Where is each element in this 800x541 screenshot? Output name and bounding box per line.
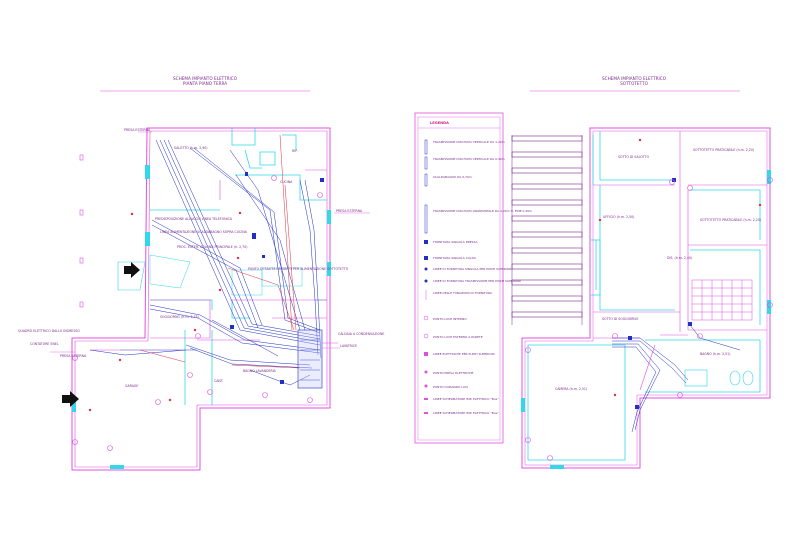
legend-item-13: PUNTO PRESA ELETTRICHE — [433, 371, 474, 375]
legend-item-10: PUNTO LUCE INTERNO — [433, 317, 467, 321]
label-presa-esterna-1: PRESA ESTERNA — [124, 128, 151, 132]
label-predisposizione: PREDISPOSIZIONE ALLACCIO LINEA TELEFONIC… — [155, 217, 233, 221]
label-soffitta: SOTTO DI SALOTTO — [618, 155, 650, 159]
label-bagno-lavanderia: BAGNO LAVANDERIA — [243, 369, 277, 373]
label-presa-esterna-3: PRESA ESTERNA — [60, 354, 87, 358]
title-left-line1: SCHEMA IMPIANTO ELETTRICO — [173, 76, 238, 81]
ground-floor-plan — [50, 127, 370, 471]
label-cucina: CUCINA — [280, 180, 293, 184]
legend-item-7: LINEE DI FORNITURA SINGOLA PER PUNTI SUP… — [433, 267, 512, 271]
legend-item-6: FORNITURA SINGOLA CALDA — [433, 256, 477, 260]
legend-item-3: SCALDABAGNO DA 0,70m — [433, 175, 472, 179]
label-soggiorno: SOGGIORNO (h.m. 2,75) — [160, 315, 199, 319]
label-dis: DIS. (h.m. 2,40) — [667, 256, 692, 260]
label-linea-alimentazione: LINEA ALIMENTAZIONE SCALDABAGNO SOPRA CU… — [160, 230, 248, 234]
label-lavatrice: LAVATRICE — [340, 344, 357, 348]
label-punto-salita: PUNTO DI SALITA IMPIANTO PER ALIMENTAZIO… — [248, 267, 349, 271]
legend-item-8: LINEE DI FORNITURA TRASMISSIONE PER PUNT… — [433, 279, 521, 283]
entrance-arrow-icon — [62, 391, 79, 407]
title-left-line2: PIANTA PIANO TERRA — [183, 81, 227, 86]
label-sotto-soggiorno: SOTTO DI SOGGIORNO — [602, 317, 639, 321]
label-ufficio: UFFICIO (h.m. 2,50) — [603, 215, 634, 219]
label-contatore: CONTATORE ENEL — [30, 342, 59, 346]
label-cantina: CANT. — [214, 379, 223, 383]
attic-plan — [511, 127, 773, 469]
label-sottotetto-2: SOTTOTETTO PRATICABILE (h.m. 2,20) — [700, 218, 761, 222]
label-quadro: QUADRO ELETTRICO DALLO INGRESSO — [18, 329, 80, 333]
label-sottotetto-1: SOTTOTETTO PRATICABILE (h.m. 2,20) — [693, 148, 754, 152]
label-rip: RIP. — [292, 149, 298, 153]
label-proc: PROC. ESTER. COLONA PRINCIPALE (h. 2,70) — [177, 245, 247, 249]
title-left: SCHEMA IMPIANTO ELETTRICO PIANTA PIANO T… — [100, 76, 310, 92]
legend-item-2: TRASMISSIONE DISCHIUSI VERTICALE DA 0,40… — [432, 157, 505, 161]
label-bagno: BAGNO (h.m. 2,51) — [700, 352, 730, 356]
legend-item-4: TRASMISSIONE DISCHIUSI ORIZZONTALE DA 2,… — [432, 209, 532, 213]
label-camera: CAMERA (h.m. 2,51) — [555, 387, 587, 391]
window-marker-icon — [79, 154, 84, 308]
ground-floor-labels: PRESA ESTERNA SALOTTO (h.m. 2,90) RIP. C… — [18, 128, 384, 388]
label-caldaia: CALDAIA A CONDENSAZIONE — [338, 332, 384, 336]
legend-item-9: LINEE DELLE TUBAZIONI DI FORNITURA — [433, 291, 493, 295]
legend-panel: LEGENDA TRASMISSIONE DISCHIUSI — [414, 112, 532, 444]
attic-labels: SOTTO DI SALOTTO SOTTOTETTO PRATICABILE … — [555, 148, 761, 391]
legend-item-15: LINEE SCHERMATURE IMP. ELETTRICO "Bus" — [433, 397, 499, 401]
legend-item-16: LINEE SCHERMATURE IMP. ELETTRICO "Bus" — [433, 411, 499, 415]
legend-item-12: LINEE ELETTRICHE PER PUNTI SUPERIORI — [433, 352, 495, 356]
legend-item-11: PUNTO LUCE ESTERNO A PARETE — [433, 335, 483, 339]
legend-header: LEGENDA — [430, 121, 449, 125]
entrance-arrow-icon — [124, 262, 140, 278]
legend-item-14: PUNTO COMANDO LUCI — [433, 385, 468, 389]
title-right-line2: SOTTOTETTO — [620, 81, 649, 86]
legend-item-1: TRASMISSIONE DISCHIUSI VERTICALE DA 1,20… — [432, 140, 505, 144]
label-salotto: SALOTTO (h.m. 2,90) — [174, 146, 208, 150]
label-garage: GARAGE — [125, 384, 138, 388]
title-right: SCHEMA IMPIANTO ELETTRICO SOTTOTETTO — [530, 76, 740, 92]
label-presa-esterna-2: PRESA ESTERNA — [336, 209, 363, 213]
title-right-line1: SCHEMA IMPIANTO ELETTRICO — [602, 76, 667, 81]
legend-item-5: FORNITURA SINGOLA PRESSA — [433, 240, 478, 244]
